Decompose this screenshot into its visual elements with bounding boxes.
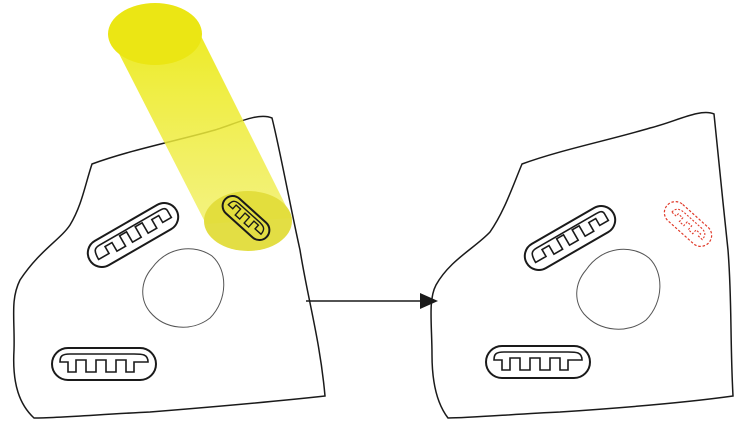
mitochondrion-damaged	[660, 197, 716, 251]
mitochondrion-upper	[83, 198, 184, 272]
cell-membrane-right	[431, 113, 733, 418]
right-panel	[431, 113, 733, 418]
mitochondrion-lower	[52, 348, 156, 380]
cell-membrane-left	[14, 116, 325, 418]
nucleus-left	[143, 249, 224, 327]
beam-source-ellipse	[108, 3, 202, 65]
illumination-spot	[204, 191, 292, 251]
mitochondrion-upper-right	[520, 201, 621, 275]
left-panel	[14, 3, 325, 418]
nucleus-right	[577, 249, 660, 329]
mitochondrion-lower-right	[486, 346, 590, 378]
arrow-right-icon	[306, 293, 438, 309]
